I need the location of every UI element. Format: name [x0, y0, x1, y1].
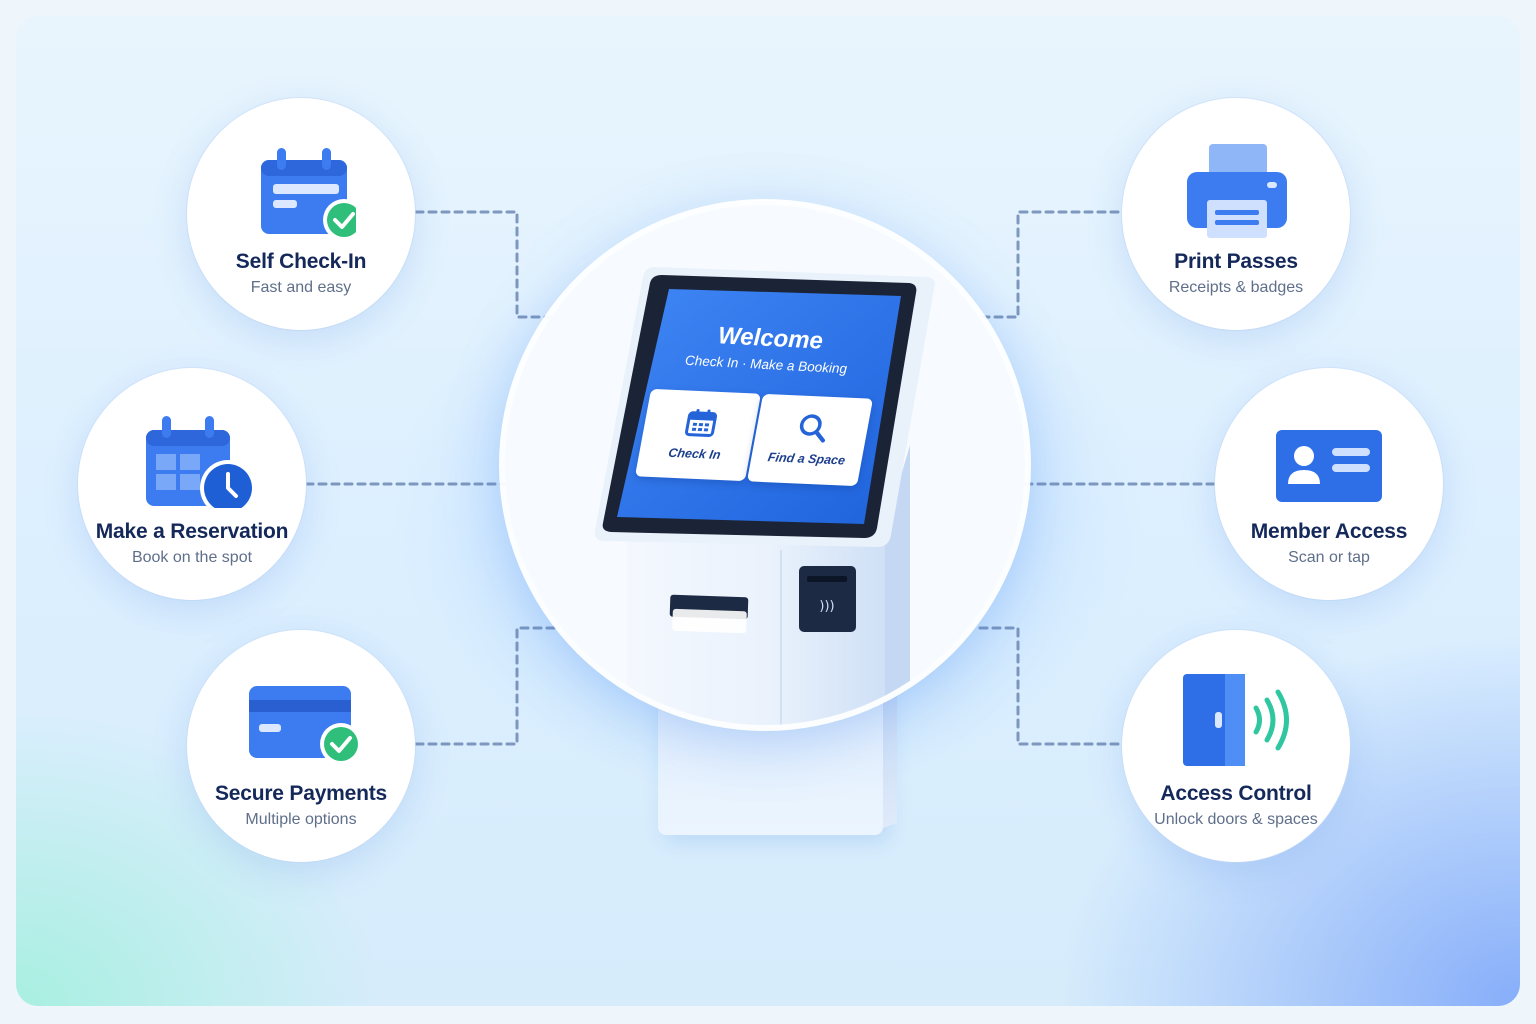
tile-find-space-label: Find a Space — [766, 450, 847, 468]
screen-title: Welcome — [717, 322, 824, 355]
feature-title: Make a Reservation — [95, 520, 289, 543]
connector-secure-payments — [414, 626, 560, 746]
feature-access-control: Access Control Unlock doors & spaces — [1122, 630, 1350, 862]
feature-subtitle: Receipts & badges — [1168, 279, 1304, 296]
svg-text:))): ))) — [819, 599, 834, 614]
tile-check-in-label: Check In — [667, 445, 722, 462]
printer-icon — [1187, 144, 1287, 238]
feature-subtitle: Fast and easy — [250, 279, 352, 296]
tile-check-in[interactable]: Check In — [634, 388, 762, 482]
search-icon — [799, 414, 826, 443]
calendar-check-icon — [261, 148, 356, 238]
feature-title: Self Check-In — [235, 250, 367, 273]
connector-self-check-in — [414, 210, 560, 319]
feature-subtitle: Unlock doors & spaces — [1154, 811, 1318, 828]
connector-access-control — [974, 626, 1120, 746]
feature-subtitle: Scan or tap — [1288, 549, 1370, 566]
feature-make-reservation: Make a Reservation Book on the spot — [78, 368, 306, 600]
calendar-clock-icon — [146, 416, 252, 508]
kiosk-illustration: ))) Welcome Check In · Make a Booking Ch… — [505, 205, 1025, 725]
feature-title: Access Control — [1160, 782, 1312, 805]
feature-self-check-in: Self Check-In Fast and easy — [187, 98, 415, 330]
tile-find-space[interactable]: Find a Space — [746, 393, 874, 487]
door-wireless-icon — [1183, 674, 1289, 766]
feature-secure-payments: Secure Payments Multiple options — [187, 630, 415, 862]
id-card-icon — [1276, 430, 1382, 502]
feature-title: Member Access — [1250, 520, 1408, 543]
calendar-icon — [684, 408, 718, 437]
connector-print-passes — [974, 210, 1120, 319]
credit-card-check-icon — [249, 686, 361, 765]
feature-subtitle: Multiple options — [245, 811, 357, 828]
feature-title: Secure Payments — [214, 782, 388, 805]
feature-member-access: Member Access Scan or tap — [1215, 368, 1443, 600]
feature-title: Print Passes — [1174, 250, 1298, 273]
feature-print-passes: Print Passes Receipts & badges — [1122, 98, 1350, 330]
feature-subtitle: Book on the spot — [131, 549, 253, 566]
